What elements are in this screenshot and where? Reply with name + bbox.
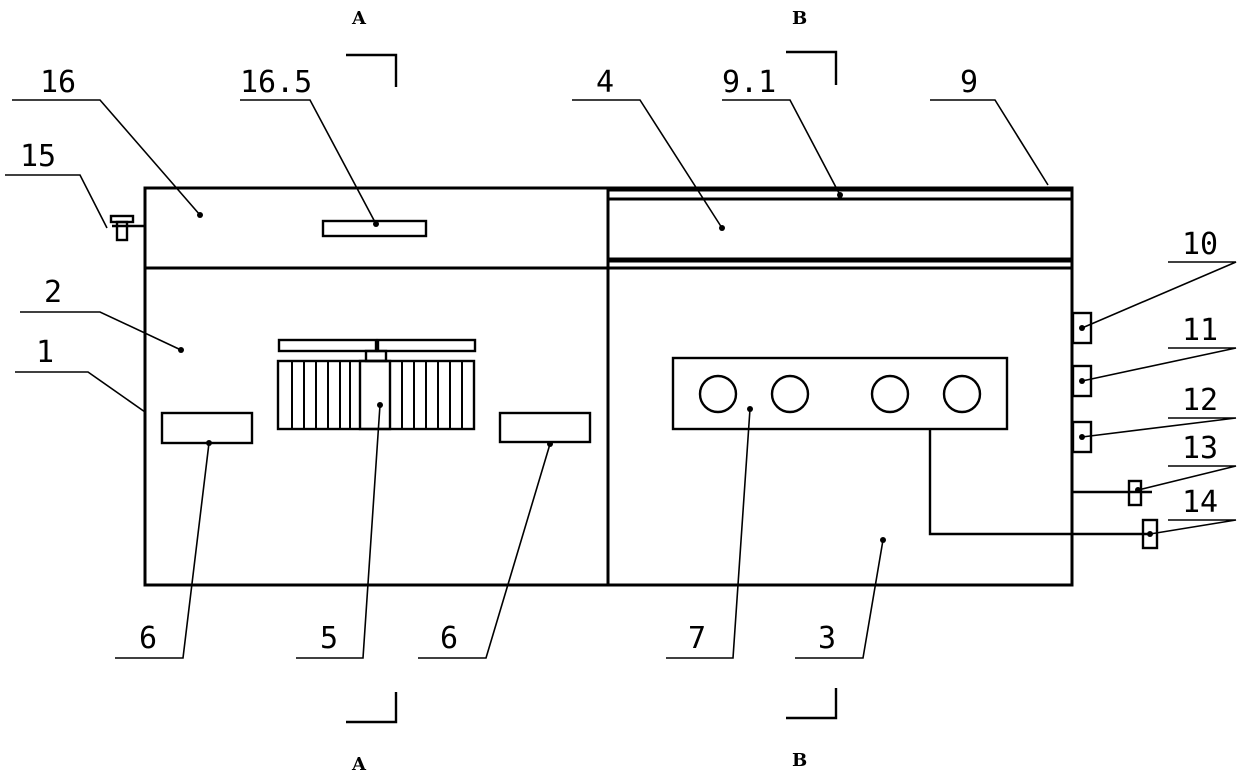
label-4: 4 bbox=[596, 65, 614, 100]
knob-2 bbox=[772, 376, 808, 412]
label-6-right: 6 bbox=[440, 621, 458, 656]
section-a-top-label: A bbox=[351, 8, 367, 29]
component-13 bbox=[1072, 481, 1152, 505]
section-a-bottom-label: A bbox=[351, 754, 367, 775]
leaders bbox=[5, 100, 1236, 658]
label-3: 3 bbox=[818, 621, 836, 656]
section-mark-b-top: B bbox=[786, 8, 836, 85]
label-14: 14 bbox=[1182, 485, 1218, 520]
section-b-top-label: B bbox=[792, 8, 807, 29]
knob-3 bbox=[872, 376, 908, 412]
label-2: 2 bbox=[44, 275, 62, 310]
element-6-left bbox=[162, 413, 252, 443]
valve-15 bbox=[111, 216, 145, 240]
label-9: 9 bbox=[960, 65, 978, 100]
section-b-bottom-label: B bbox=[792, 750, 807, 771]
label-16-5: 16.5 bbox=[240, 65, 312, 100]
section-mark-a-bottom: A bbox=[346, 692, 396, 775]
label-7: 7 bbox=[688, 621, 706, 656]
element-6-right bbox=[500, 413, 590, 442]
knob-4 bbox=[944, 376, 980, 412]
knob-1 bbox=[700, 376, 736, 412]
label-13: 13 bbox=[1182, 431, 1218, 466]
label-11: 11 bbox=[1182, 313, 1218, 348]
label-9-1: 9.1 bbox=[722, 65, 776, 100]
cable-14 bbox=[930, 429, 1148, 534]
panel-7 bbox=[673, 358, 1148, 534]
section-mark-b-bottom: B bbox=[786, 688, 836, 771]
top-compartment-4 bbox=[608, 189, 1072, 268]
section-mark-a-top: A bbox=[346, 8, 396, 87]
label-6-left: 6 bbox=[139, 621, 157, 656]
label-10: 10 bbox=[1182, 227, 1218, 262]
label-15: 15 bbox=[20, 139, 56, 174]
label-16: 16 bbox=[40, 65, 76, 100]
label-5: 5 bbox=[320, 621, 338, 656]
label-12: 12 bbox=[1182, 383, 1218, 418]
unit-5 bbox=[278, 340, 475, 429]
label-1: 1 bbox=[36, 335, 54, 370]
